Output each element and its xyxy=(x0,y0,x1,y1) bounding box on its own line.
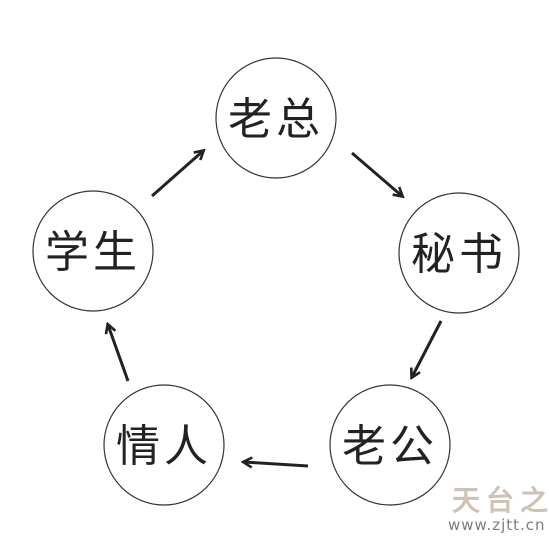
node-label-xuesheng: 学生 xyxy=(45,227,141,278)
arrow-laogong-to-qingren xyxy=(244,462,309,466)
node-label-laozong: 老总 xyxy=(228,94,324,145)
node-qingren: 情人 xyxy=(103,384,225,506)
node-label-mishu: 秘书 xyxy=(411,229,507,280)
arrow-laozong-to-mishu xyxy=(351,151,402,196)
node-laozong: 老总 xyxy=(215,57,337,179)
node-laogong: 老公 xyxy=(329,384,451,506)
node-label-laogong: 老公 xyxy=(342,421,438,472)
node-mishu: 秘书 xyxy=(398,192,520,314)
watermark-url: www.zjtt.cn xyxy=(448,516,546,534)
watermark-logo: 天台之窗 xyxy=(452,484,549,517)
arrow-qingren-to-xuesheng xyxy=(108,325,130,382)
node-label-qingren: 情人 xyxy=(116,421,212,472)
arrow-mishu-to-laogong xyxy=(412,320,443,377)
node-xuesheng: 学生 xyxy=(32,190,154,312)
arrow-xuesheng-to-laozong xyxy=(151,151,203,198)
watermark: 天台之窗 www.zjtt.cn xyxy=(448,484,549,534)
